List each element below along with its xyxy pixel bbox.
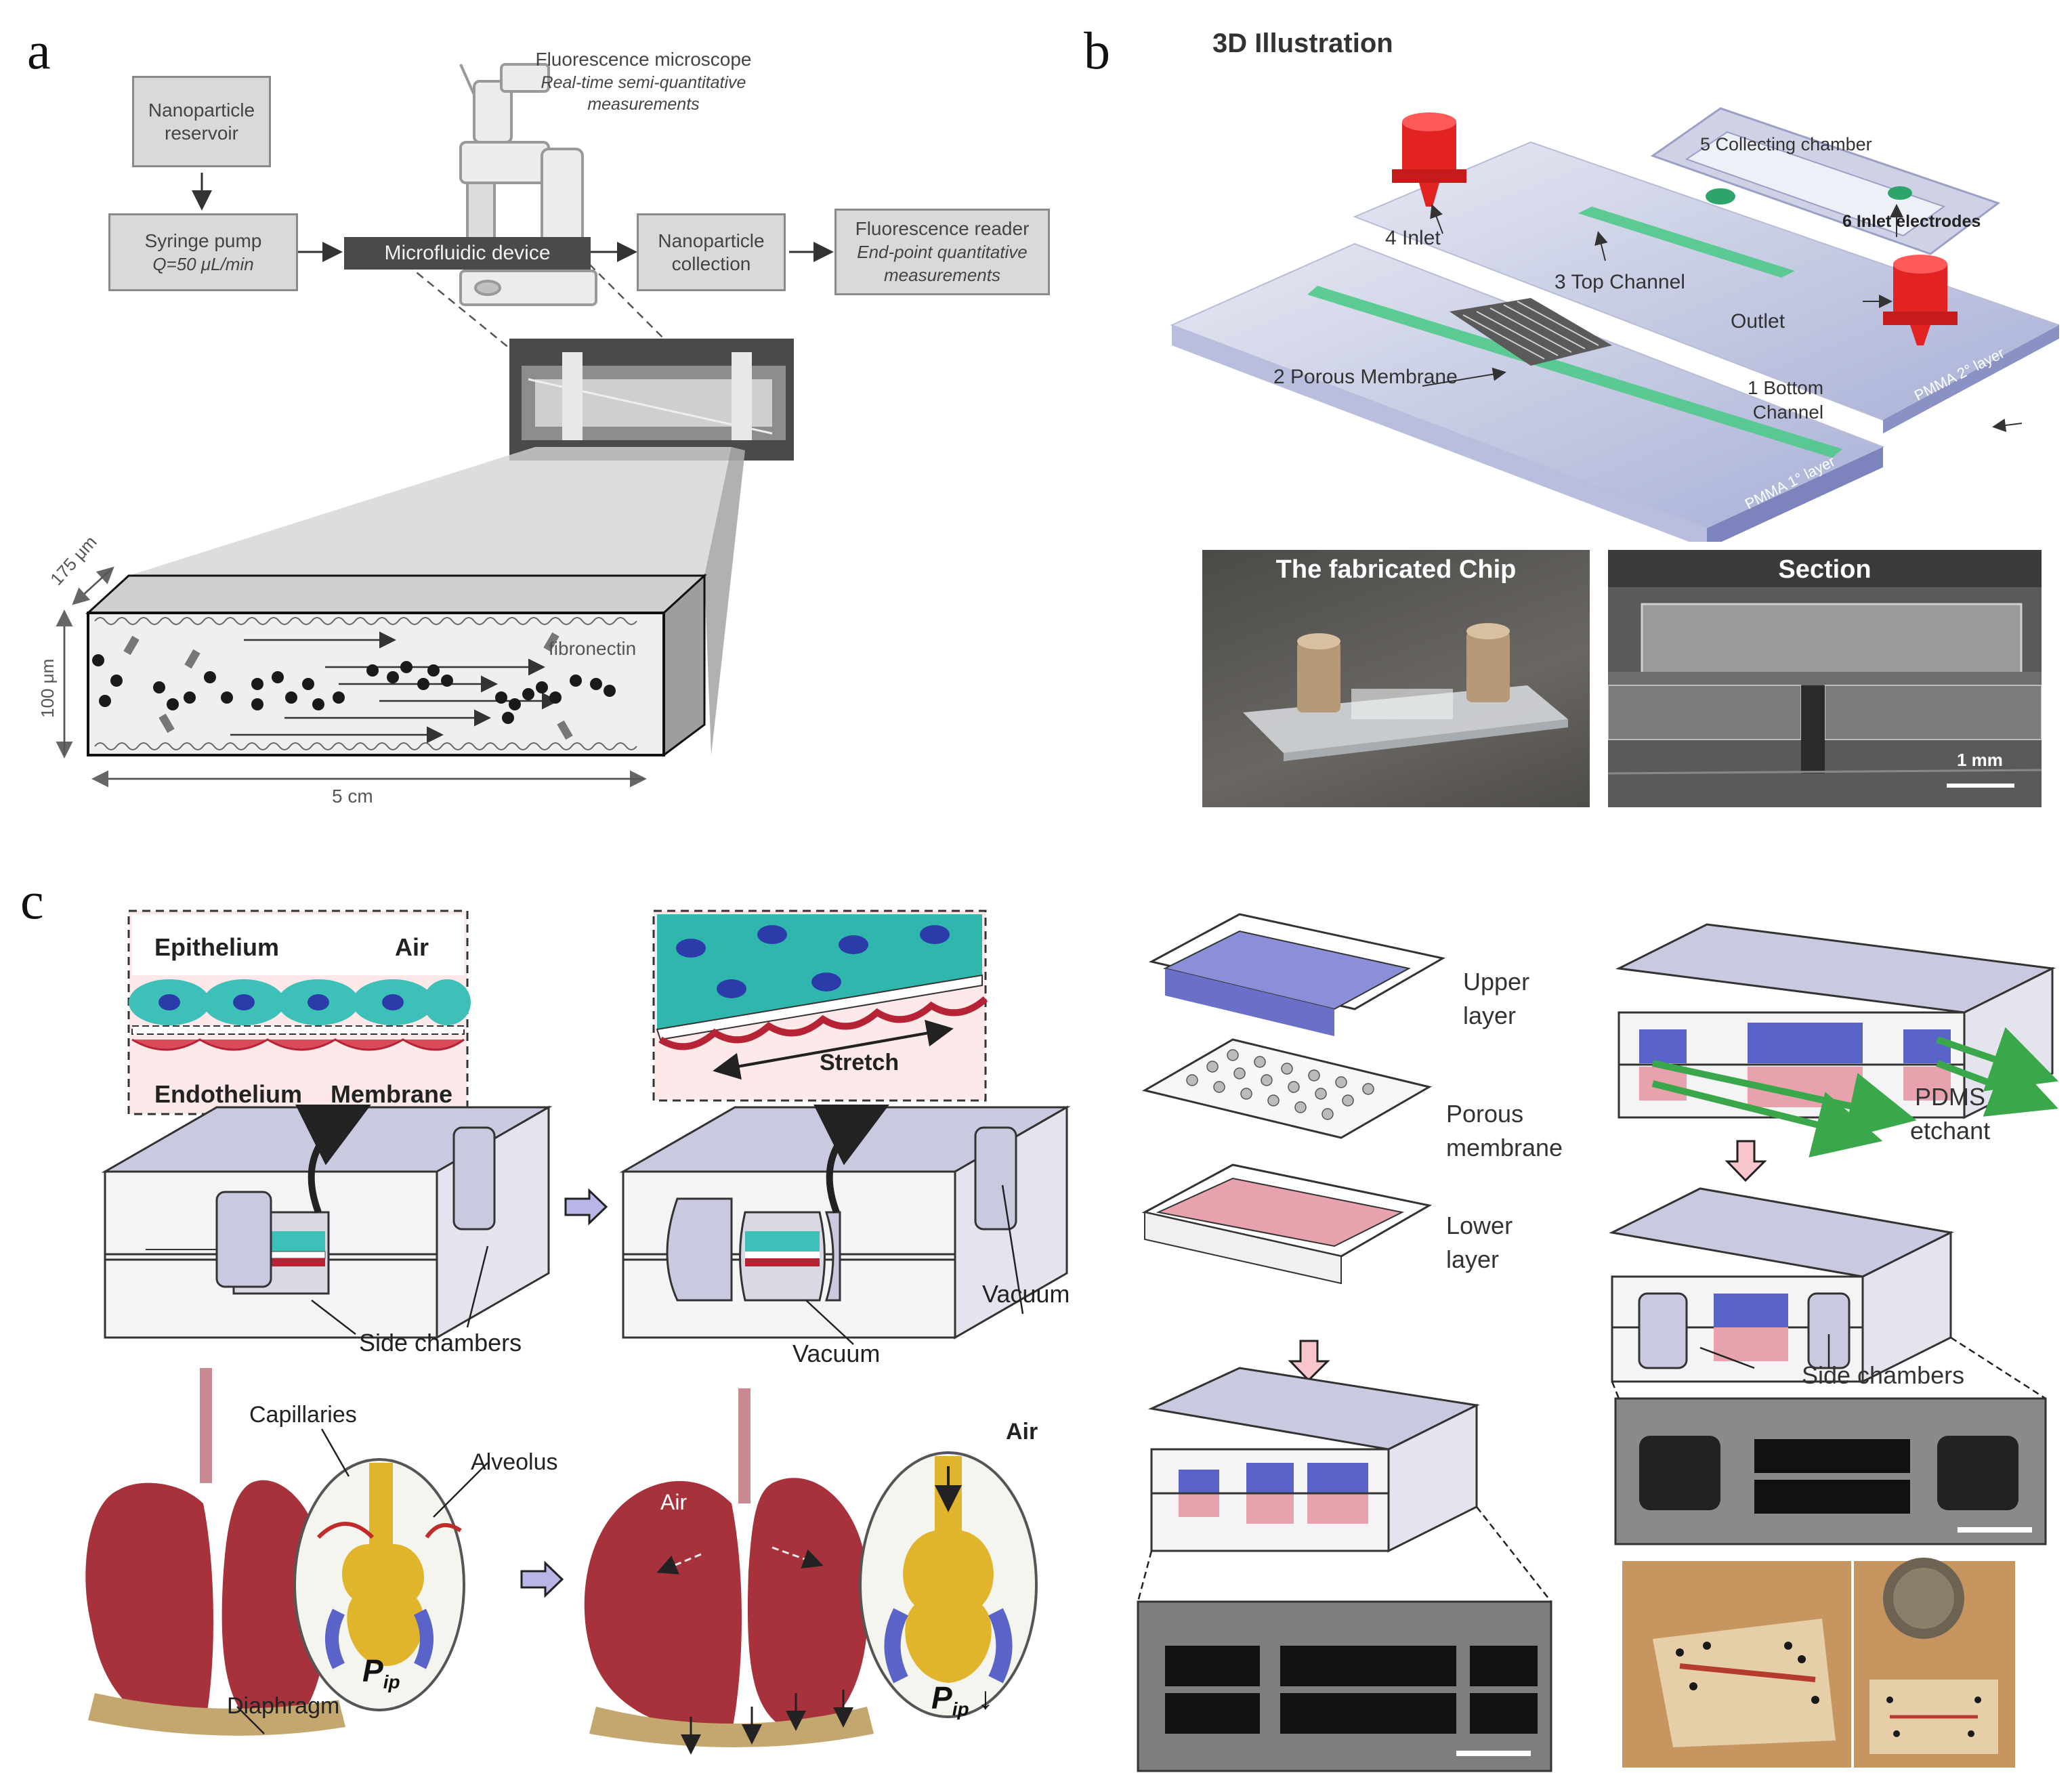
epithelium-label: Epithelium bbox=[154, 933, 280, 961]
membrane-strip bbox=[131, 1025, 465, 1035]
side-chambers-label: Side chambers bbox=[359, 1329, 522, 1357]
outlet-icon bbox=[1883, 255, 1958, 345]
diaphragm-label: Diaphragm bbox=[227, 1693, 340, 1719]
channel-top-face bbox=[85, 574, 707, 614]
panel-c-letter: c bbox=[20, 871, 44, 930]
lungs-1 bbox=[85, 1368, 465, 1736]
downward-arrows bbox=[681, 1690, 853, 1755]
inlet-electrodes-label: 6 Inlet electrodes bbox=[1842, 212, 1981, 231]
pressure-p-2: P bbox=[931, 1680, 952, 1715]
collection-box: Nanoparticle collection bbox=[637, 213, 786, 291]
electrode bbox=[1706, 188, 1735, 205]
porous-membrane bbox=[1450, 298, 1612, 366]
flow-lines bbox=[230, 631, 559, 744]
panel-a-diagram bbox=[56, 63, 834, 788]
pressure-label-2: Pip ↓ bbox=[931, 1680, 994, 1720]
side-chambers-2-label: Side chambers bbox=[1802, 1361, 1965, 1389]
reader-label: Fluorescence reader bbox=[855, 218, 1030, 239]
pressure-sub-2: ip bbox=[952, 1699, 969, 1720]
pressure-label-1: Pip bbox=[362, 1652, 400, 1693]
top-channel bbox=[1578, 207, 1795, 278]
illustration-title: 3D Illustration bbox=[1212, 28, 1393, 58]
microfluidic-device-label: Microfluidic device bbox=[384, 242, 551, 264]
height-dim-label: 100 μm bbox=[37, 658, 58, 718]
pressure-sub-1: ip bbox=[383, 1671, 400, 1693]
reader-box: Fluorescence reader End-point quantitati… bbox=[834, 209, 1050, 295]
device-2 bbox=[619, 1105, 1071, 1340]
bottom-channel bbox=[1307, 286, 1842, 458]
membrane-label: Membrane bbox=[331, 1080, 453, 1108]
fabricated-chip-photo: The fabricated Chip bbox=[1202, 550, 1590, 807]
section-title: Section bbox=[1778, 555, 1872, 584]
upper-layer-label: Upper layer bbox=[1463, 968, 1530, 1029]
microscope-icon bbox=[459, 63, 597, 306]
exploded-layers bbox=[1141, 913, 1446, 1285]
air-circle-label: Air bbox=[1006, 1419, 1038, 1445]
reader-sub-label: End-point quantitative measurements bbox=[857, 242, 1028, 285]
pressure-p-1: P bbox=[362, 1653, 383, 1688]
pdms-etchant-label: PDMS etchant bbox=[1910, 1083, 1991, 1145]
top-channel-label: 3 Top Channel bbox=[1555, 271, 1685, 293]
syringe-pump-label: Syringe pump bbox=[144, 230, 262, 251]
zoom-funnel bbox=[129, 447, 732, 576]
endothelial-cells bbox=[131, 1038, 465, 1051]
microscope-sub: Real-time semi-quantitative measurements bbox=[541, 73, 746, 114]
reservoir-box: Nanoparticle reservoir bbox=[132, 76, 271, 167]
lungs-2 bbox=[584, 1388, 1038, 1747]
vacuum-label-left: Vacuum bbox=[792, 1340, 881, 1367]
inlet-label: 4 Inlet bbox=[1385, 227, 1441, 249]
stretch-label: Stretch bbox=[820, 1050, 900, 1075]
collecting-chamber-label: 5 Collecting chamber bbox=[1700, 134, 1872, 154]
fibronectin-label: fibronectin bbox=[549, 638, 637, 659]
inlet-icon bbox=[1392, 112, 1466, 207]
capillaries-label: Capillaries bbox=[249, 1402, 357, 1428]
porous-membrane-c-label: Porous membrane bbox=[1446, 1100, 1563, 1161]
panel-b-diagram bbox=[1170, 107, 2059, 542]
air-lung-label: Air bbox=[660, 1490, 688, 1514]
reservoir-label: Nanoparticle reservoir bbox=[148, 99, 255, 144]
bottom-channel-label: 1 Bottom Channel bbox=[1748, 377, 1824, 423]
fibronectin-top bbox=[94, 617, 637, 625]
fibronectin-molecules bbox=[123, 632, 573, 740]
microfluidic-device-box: Microfluidic device bbox=[344, 237, 591, 270]
pmma-layer-2 bbox=[1353, 141, 2059, 421]
fabricated-chip-title: The fabricated Chip bbox=[1275, 555, 1517, 584]
lower-layer-label: Lower layer bbox=[1446, 1212, 1513, 1273]
syringe-pump-box: Syringe pump Q=50 μL/min bbox=[108, 213, 298, 291]
green-arrows bbox=[1651, 1027, 2058, 1158]
side-chamber-device bbox=[1609, 1187, 1954, 1384]
porous-membrane-label: 2 Porous Membrane bbox=[1273, 366, 1458, 388]
outlet-label: Outlet bbox=[1731, 310, 1785, 333]
device-1 bbox=[101, 1105, 553, 1340]
scale-bar-label: 1 mm bbox=[1957, 750, 2003, 770]
collection-label: Nanoparticle collection bbox=[658, 230, 765, 274]
assembled-device bbox=[1147, 1367, 1480, 1553]
length-dim-label: 5 cm bbox=[332, 786, 373, 807]
alveolus-label: Alveolus bbox=[471, 1449, 558, 1475]
microscope-title: Fluorescence microscope bbox=[535, 49, 752, 70]
air-label: Air bbox=[395, 933, 429, 961]
vacuum-label-right: Vacuum bbox=[982, 1280, 1070, 1308]
panel-a-letter: a bbox=[27, 21, 51, 80]
panel-c-diagram bbox=[85, 910, 2058, 1772]
epithelial-cells bbox=[129, 979, 471, 1025]
endothelium-label: Endothelium bbox=[154, 1080, 302, 1108]
panel-b-letter: b bbox=[1084, 21, 1110, 80]
section-photo: Section 1 mm bbox=[1608, 550, 2042, 807]
nanoparticles bbox=[92, 654, 616, 724]
flow-rate-label: Q=50 μL/min bbox=[152, 253, 254, 274]
